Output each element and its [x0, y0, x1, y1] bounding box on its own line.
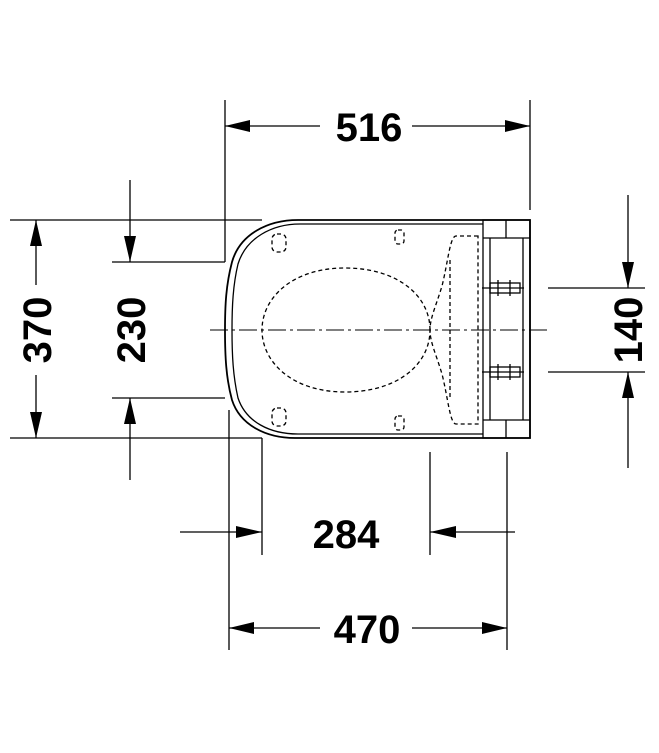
dimension-label-516: 516: [336, 106, 403, 150]
dimension-bowl-depth: 284: [180, 438, 515, 557]
dimension-seat-opening-width: 230: [110, 180, 225, 480]
dimension-fixing-distance: 140: [548, 195, 651, 468]
buffer-bottom-right: [394, 415, 405, 431]
dimension-label-470: 470: [334, 608, 401, 652]
dimension-projection: 470: [228, 410, 508, 652]
dimension-label-370: 370: [16, 297, 60, 364]
buffer-bottom-left: [271, 407, 287, 427]
dimension-overall-width: 370: [10, 219, 262, 439]
buffer-top-right: [394, 229, 405, 245]
seat-outer-outline: [224, 219, 531, 439]
fixing-bolt-top: [482, 280, 524, 296]
dimension-overall-length: 516: [224, 100, 531, 262]
dimension-label-230: 230: [110, 297, 154, 364]
buffer-top-left: [271, 233, 287, 253]
seat-opening-dashed: [261, 267, 431, 393]
dimension-label-284: 284: [313, 513, 380, 557]
dimension-label-140: 140: [607, 297, 651, 364]
toilet-top-view: [210, 219, 550, 439]
lid-inner-outline: [231, 223, 483, 435]
fixing-bolt-bottom: [482, 364, 524, 380]
